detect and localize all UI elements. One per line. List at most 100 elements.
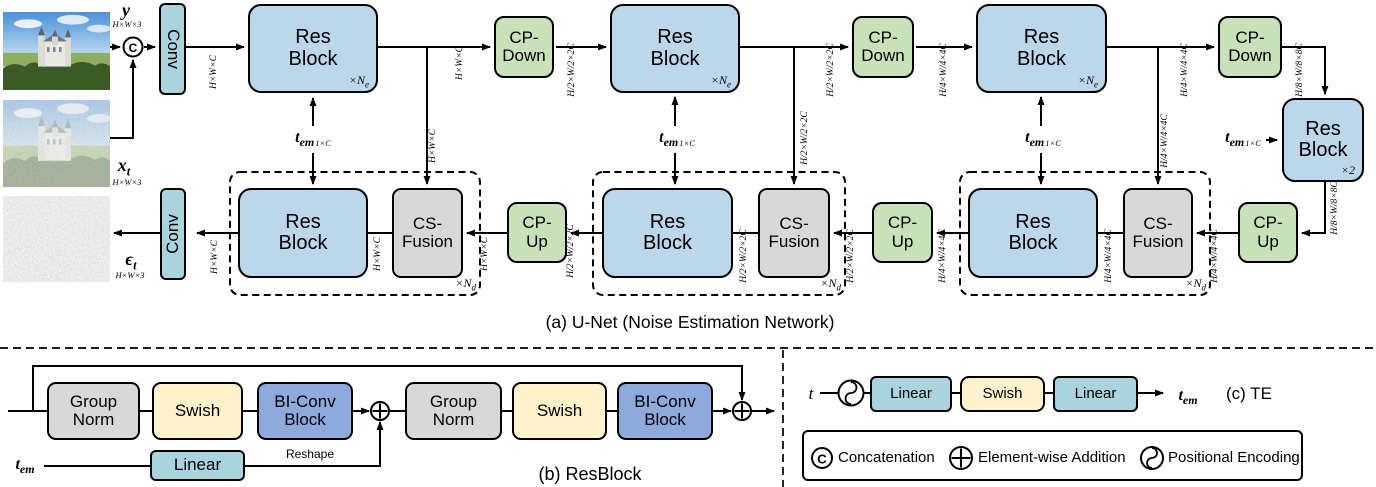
- cp-up-block-3: CP-Up: [1238, 202, 1298, 263]
- tem-label-1: tem1×C: [295, 129, 331, 150]
- dim-cpdown1-out: H/2×W/2×2C: [567, 43, 577, 97]
- encoder-repeat-label: ×Ne: [348, 72, 369, 89]
- add-icon: [370, 401, 390, 421]
- legend-pos-enc-label: Positional Encoding: [1168, 449, 1300, 466]
- tem-label-resblock: tem: [15, 456, 35, 477]
- res-block-encoder-1: Res Block ×Ne: [248, 4, 378, 93]
- decoder-repeat-label-1: ×Nd: [455, 276, 476, 293]
- noise-output-label: ϵt: [125, 249, 137, 273]
- conv-in-label: Conv: [163, 29, 183, 69]
- dashed-box-decoder-1: [229, 171, 481, 296]
- legend-box: [802, 430, 1303, 481]
- dim-skip-2: H/2×W/2×2C: [800, 111, 810, 165]
- res-block-bottleneck: Res Block ×2: [1282, 98, 1364, 182]
- resblock-wires: [8, 365, 775, 467]
- encoder-repeat-label: ×Ne: [710, 72, 731, 89]
- section-dividers: [0, 347, 1376, 487]
- cp-down-block-2: CP-Down: [852, 16, 914, 78]
- dim-cpup2-out: H/2×W/2×2C: [846, 229, 856, 283]
- dim-enc3-out: H/4×W/4×4C: [1180, 43, 1190, 97]
- noise-output-dim: H×W×3: [115, 270, 145, 280]
- legend-add-icon: [949, 446, 973, 470]
- dim-cpup3-out: H/4×W/4×4C: [1210, 229, 1220, 283]
- cs-fusion-block-3: CS-Fusion: [1123, 188, 1193, 278]
- decoder-repeat-label-2: ×Nd: [820, 276, 841, 293]
- caption-a: (a) U-Net (Noise Estimation Network): [545, 312, 835, 332]
- conv-in-block: Conv: [159, 3, 186, 95]
- timestep-label: t: [808, 384, 814, 403]
- tem-label-te: tem: [1178, 387, 1198, 408]
- noisy-image-label: xt: [117, 155, 131, 179]
- dashed-box-decoder-2: [592, 171, 846, 296]
- swish-block-2: Swish: [512, 382, 607, 440]
- group-norm-block-2: Group Norm: [405, 382, 502, 440]
- dim-dec1-out: H×W×C: [210, 240, 220, 274]
- res-block-encoder-2: Res Block ×Ne: [610, 4, 740, 93]
- noise-image: [3, 196, 110, 282]
- noisy-image-dim: H×W×3: [112, 177, 142, 187]
- bi-conv-block-2: BI-Conv Block: [617, 382, 713, 440]
- encoder-repeat-label: ×Ne: [1077, 72, 1098, 89]
- bi-conv-block-1: BI-Conv Block: [257, 382, 353, 440]
- linear-block-te-2: Linear: [1053, 376, 1138, 412]
- dashed-box-decoder-3: [959, 171, 1211, 296]
- dim-cs2-out: H/2×W/2×2C: [739, 229, 749, 283]
- cp-down-block-1: CP-Down: [494, 16, 554, 78]
- linear-block-resblock: Linear: [150, 450, 245, 481]
- clean-image-dim: H×W×3: [112, 19, 142, 29]
- dim-bottleneck-out: H/8×W/8×8C: [1330, 181, 1340, 235]
- cp-down-block-3: CP-Down: [1218, 16, 1282, 78]
- tem-label-2: tem1×C: [659, 129, 695, 150]
- dim-after-conv: H×W×C: [209, 55, 219, 89]
- swish-block-te: Swish: [960, 376, 1045, 412]
- resblock-add-nodes: [370, 401, 752, 421]
- cs-fusion-block-1: CS-Fusion: [392, 188, 463, 278]
- add-icon: [732, 401, 752, 421]
- tem-wires: [309, 96, 1278, 185]
- dim-enc1-out: H×W×C: [455, 46, 465, 80]
- clean-image: [3, 12, 110, 90]
- legend-add-label: Element-wise Addition: [978, 449, 1126, 466]
- reshape-label: Reshape: [285, 447, 335, 461]
- res-block-decoder-3: Res Block: [968, 188, 1098, 278]
- decoder-repeat-label-3: ×Nd: [1185, 276, 1206, 293]
- linear-block-te-1: Linear: [870, 376, 952, 412]
- swish-block-1: Swish: [152, 382, 243, 440]
- concat-icon: C: [129, 41, 138, 55]
- dim-cpup1-out: H×W×C: [480, 237, 490, 271]
- positional-encoding-icon: [837, 379, 865, 407]
- dim-skip-1: H×W×C: [428, 129, 438, 163]
- svg-text:C: C: [817, 452, 827, 467]
- conv-out-label: Conv: [162, 214, 182, 254]
- res-block-decoder-1: Res Block: [238, 188, 368, 278]
- cp-up-block-2: CP-Up: [872, 202, 933, 263]
- caption-b: (b) ResBlock: [538, 464, 642, 484]
- conv-out-block: Conv: [160, 188, 186, 280]
- cs-fusion-block-2: CS-Fusion: [758, 188, 830, 278]
- group-norm-block-1: Group Norm: [47, 382, 140, 440]
- res-block-encoder-3: Res Block ×Ne: [976, 4, 1107, 93]
- dim-dec2-out: H/2×W/2×2C: [566, 224, 576, 278]
- clean-image-label: y: [122, 0, 130, 20]
- legend-box-group: C: [802, 430, 1303, 481]
- dim-skip-3: H/4×W/4×4C: [1160, 114, 1170, 168]
- legend-concat-label: Concatenation: [838, 449, 935, 466]
- decoder-wires: [113, 182, 1326, 237]
- res-block-decoder-2: Res Block: [602, 188, 733, 278]
- legend-concat-icon: C: [811, 447, 833, 469]
- dim-dec3-out: H/4×W/4×4C: [938, 229, 948, 283]
- dim-cs1-out: H×W×C: [373, 237, 383, 271]
- dim-enc2-out: H/2×W/2×2C: [826, 43, 836, 97]
- caption-c: (c) TE: [1226, 384, 1272, 403]
- dim-cs3-out: H/4×W/4×4C: [1104, 229, 1114, 283]
- tem-label-bottleneck: tem1×C: [1225, 129, 1261, 150]
- legend-positional-encoding-icon: [1140, 446, 1164, 470]
- encoder-wires: [110, 43, 1329, 185]
- cp-up-block-1: CP-Up: [507, 202, 567, 263]
- decoder-dashed-groups: [229, 171, 1211, 296]
- tem-label-3: tem1×C: [1025, 129, 1061, 150]
- noisy-image: [3, 100, 110, 187]
- bottleneck-repeat-label: ×2: [1340, 163, 1355, 177]
